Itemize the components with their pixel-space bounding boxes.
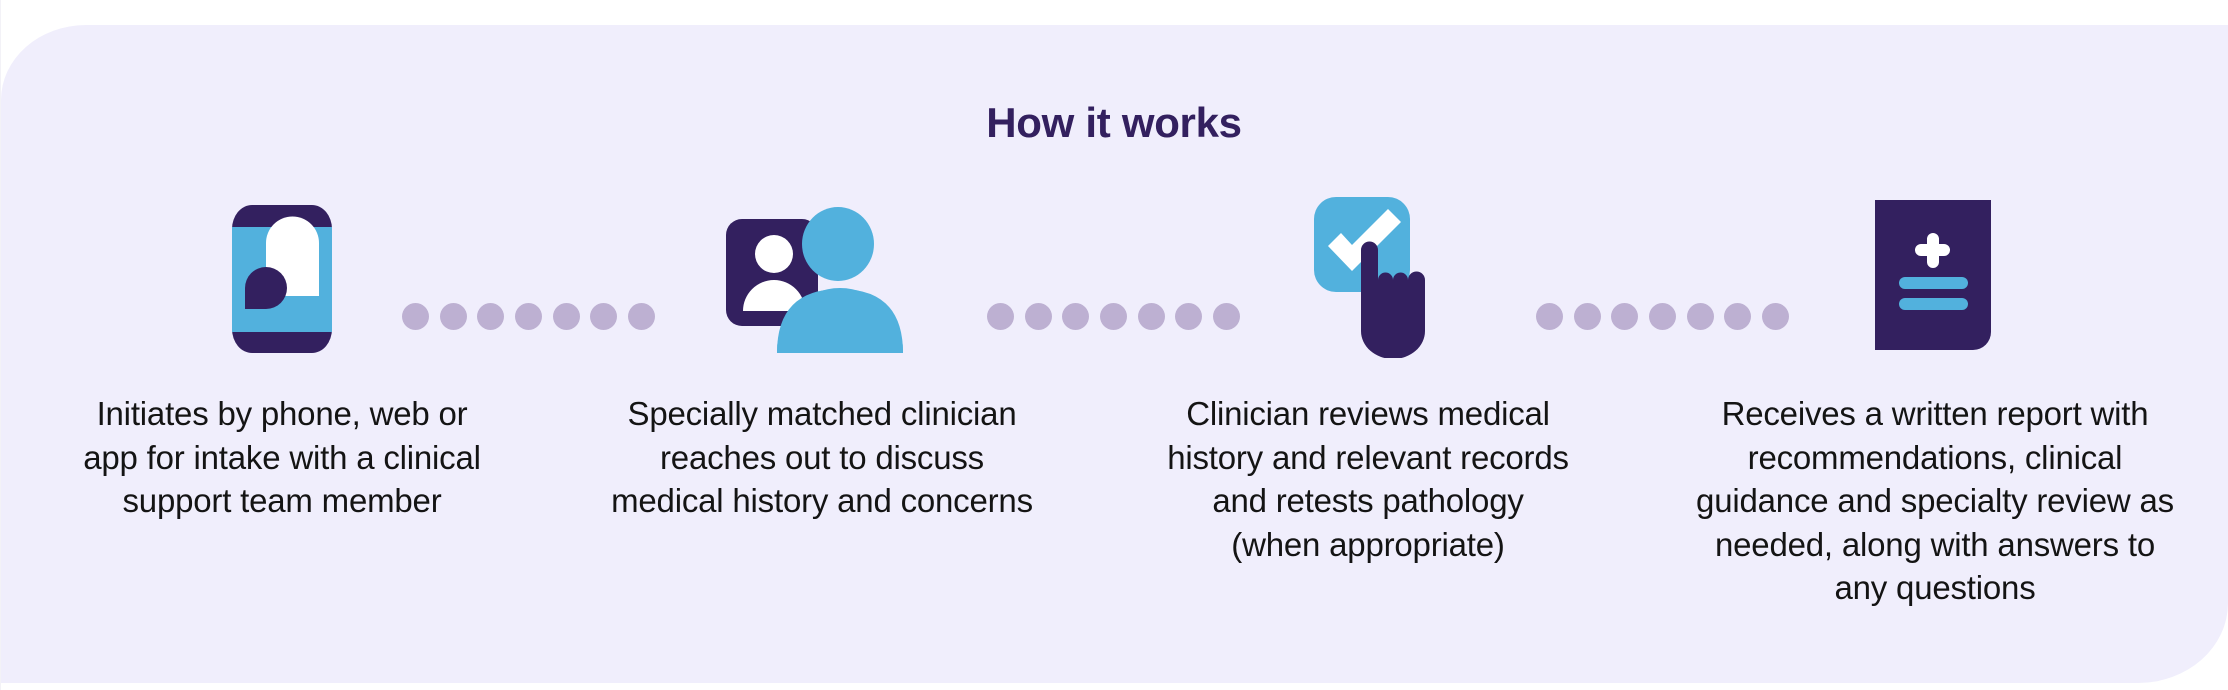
- step-4-description: Receives a written report with recommend…: [1675, 392, 2195, 610]
- how-it-works-panel: [1, 25, 2228, 683]
- connector-dot: [1062, 303, 1090, 330]
- step-3-line: (when appropriate): [1231, 525, 1505, 563]
- step-3-line: Clinician reviews medical: [1186, 395, 1550, 432]
- page-edge: [0, 0, 1, 690]
- connector-dot: [515, 303, 542, 330]
- profile-head: [755, 235, 793, 273]
- step-1-line: support team member: [122, 482, 442, 519]
- connector-dots-3: [1536, 303, 1790, 331]
- connector-dot: [1213, 303, 1240, 330]
- connector-dot: [1024, 303, 1052, 330]
- connector-dot: [1762, 303, 1789, 330]
- connector-dot: [590, 303, 618, 330]
- step-4-line: Receives a written report with: [1721, 395, 2149, 432]
- connector-dot: [1137, 303, 1165, 330]
- medical-report-icon: [1875, 200, 1991, 350]
- connector-dot: [1175, 303, 1203, 330]
- connector-dot: [552, 303, 580, 330]
- section-title: How it works: [986, 99, 1242, 146]
- connector-dots-1: [402, 303, 656, 331]
- connector-dot: [1536, 303, 1563, 330]
- connector-dot: [477, 303, 505, 330]
- step-1-line: Initiates by phone, web or: [96, 395, 468, 432]
- step-3-line: and retests pathology: [1212, 482, 1524, 519]
- connector-dot: [1573, 303, 1601, 330]
- phone-chat-icon: [232, 205, 332, 353]
- connector-dot: [402, 303, 429, 330]
- step-2-description: Specially matched clinician reaches out …: [562, 392, 1082, 523]
- clinician-head: [802, 207, 874, 281]
- step-2-line: Specially matched clinician: [627, 395, 1017, 432]
- connector-dot: [628, 303, 655, 330]
- step-4-line: recommendations, clinical: [1747, 438, 2123, 476]
- connector-dots-2: [987, 303, 1241, 331]
- connector-dot: [439, 303, 467, 330]
- connector-dot: [1100, 303, 1127, 330]
- step-4-line: needed, along with answers to: [1715, 525, 2155, 563]
- checkmark: [1328, 209, 1401, 271]
- report-line-2: [1899, 298, 1968, 310]
- report-line-1: [1899, 277, 1968, 289]
- step-4-line: guidance and specialty review as: [1696, 482, 2174, 519]
- step-1-line: app for intake with a clinical: [83, 438, 481, 476]
- step-2-line: medical history and concerns: [611, 482, 1033, 519]
- profile-shoulders: [743, 280, 805, 311]
- step-3-description: Clinician reviews medical history and re…: [1108, 392, 1628, 566]
- step-4-line: any questions: [1834, 569, 2036, 606]
- connector-dot: [1611, 303, 1639, 330]
- clinician-match-icon: [726, 207, 903, 353]
- step-1-description: Initiates by phone, web or app for intak…: [22, 392, 542, 523]
- chat-bubble-dark: [245, 267, 287, 309]
- connector-dot: [1724, 303, 1752, 330]
- step-2-line: reaches out to discuss: [660, 438, 984, 476]
- pointing-hand: [1361, 241, 1425, 358]
- plus-sign: [1915, 233, 1950, 268]
- connector-dot: [987, 303, 1014, 330]
- checkbox-tap-icon: [1314, 197, 1425, 358]
- report-page: [1875, 200, 1991, 350]
- step-3-line: history and relevant records: [1167, 438, 1569, 476]
- connector-dot: [1686, 303, 1714, 330]
- connector-dot: [1649, 303, 1676, 330]
